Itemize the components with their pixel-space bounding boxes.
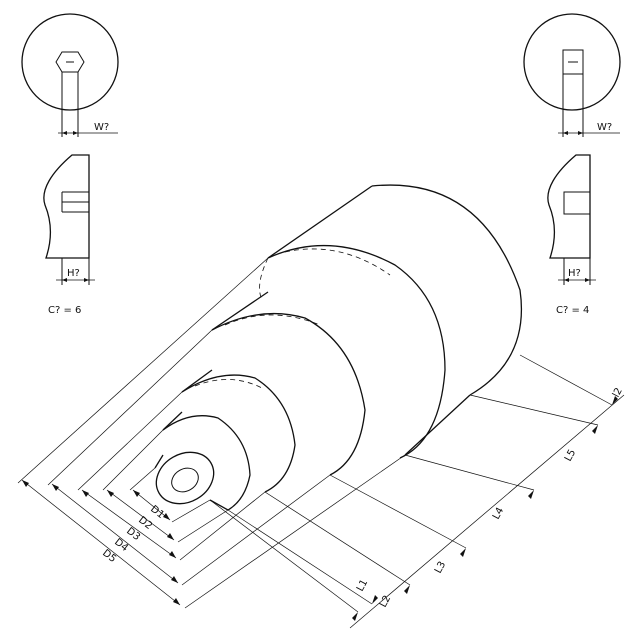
square-side-section xyxy=(547,154,591,259)
dim-label-l4: L4 xyxy=(491,506,506,522)
square-width-label: W? xyxy=(597,122,612,133)
hex-width-label: W? xyxy=(94,122,109,133)
dim-label-l3: L3 xyxy=(433,560,448,576)
square-height-label: H? xyxy=(568,268,581,279)
step2-outline xyxy=(162,415,251,511)
dim-label-l5: L5 xyxy=(563,448,578,464)
hex-corner-count-label: C? = 6 xyxy=(48,305,81,316)
socket-opening xyxy=(171,467,199,493)
step4-outline xyxy=(211,312,366,476)
square-end-view-circle xyxy=(523,13,621,111)
hex-height-label: H? xyxy=(67,268,80,279)
hex-end-view-circle xyxy=(21,13,119,111)
hex-side-section xyxy=(43,154,90,259)
dim-label-end: l2 xyxy=(611,386,625,399)
dim-label-d2: D2 xyxy=(136,515,154,532)
step5-back-outline xyxy=(371,184,523,396)
dim-label-l2: L2 xyxy=(378,594,393,610)
square-corner-count-label: C? = 4 xyxy=(556,305,589,316)
dim-label-d1: D1 xyxy=(148,504,166,521)
dim-label-l1: L1 xyxy=(355,578,370,594)
square-socket-shape xyxy=(562,49,584,75)
stepped-shaft xyxy=(154,184,523,511)
dim-label-d5: D5 xyxy=(100,548,118,565)
step3-outline xyxy=(181,374,296,493)
length-dimensions: L1 L2 L3 L4 L5 l2 xyxy=(209,354,625,629)
step1-front-face xyxy=(155,451,215,505)
step5-front-face xyxy=(267,244,446,459)
dim-label-d4: D4 xyxy=(112,537,130,554)
hex-socket-detail: W? H? C? = 6 xyxy=(21,13,119,316)
square-socket-detail: W? H? C? = 4 xyxy=(523,13,621,316)
dim-label-d3: D3 xyxy=(124,526,142,543)
